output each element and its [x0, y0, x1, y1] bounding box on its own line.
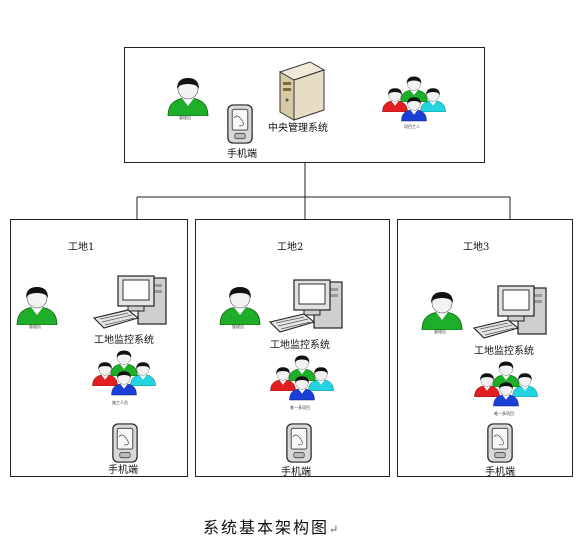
site3-monitor-label: 工地监控系统 — [474, 346, 534, 357]
site1-phone-label: 手机端 — [108, 465, 138, 476]
computer-icon — [472, 282, 550, 346]
computer-icon — [268, 276, 346, 340]
central-system-label: 中央管理系统 — [268, 123, 328, 134]
worker-group-icon — [472, 358, 540, 410]
worker-group-icon — [380, 73, 448, 125]
computer-icon — [92, 272, 170, 336]
site3-manager-label: 管理员 — [434, 329, 446, 334]
manager-person-icon — [418, 290, 466, 330]
site3-phone-label: 手机端 — [485, 467, 515, 478]
site1-manager-label: 管理员 — [29, 324, 41, 329]
manager-person-icon — [13, 285, 61, 325]
site-title-3: 工地3 — [463, 242, 490, 253]
site2-workers-label: 唯一多项目 — [290, 405, 310, 410]
site1-workers-label: 施工人员 — [112, 400, 128, 405]
figure-caption: 系统基本架构图↵ — [203, 514, 338, 538]
worker-group-icon — [90, 347, 158, 399]
site2-monitor-label: 工地监控系统 — [270, 340, 330, 351]
manager-person-icon — [216, 285, 264, 325]
phone-icon — [286, 422, 312, 464]
phone-icon — [112, 422, 138, 464]
server-icon — [276, 60, 326, 122]
site-title-1: 工地1 — [68, 242, 95, 253]
manager-person-icon — [164, 76, 212, 116]
site2-manager-label: 管理员 — [232, 324, 244, 329]
phone-icon — [487, 422, 513, 464]
worker-group-icon — [268, 352, 336, 404]
site-title-2: 工地2 — [277, 242, 304, 253]
site3-workers-label: 唯一多项目 — [494, 411, 514, 416]
site-box-1 — [10, 219, 188, 477]
phone-icon — [227, 103, 253, 145]
central-phone-label: 手机端 — [227, 149, 257, 160]
site2-phone-label: 手机端 — [281, 467, 311, 478]
central-manager-label: 管理员 — [179, 115, 191, 120]
site1-monitor-label: 工地监控系统 — [94, 335, 154, 346]
site-box-3 — [397, 219, 573, 477]
paragraph-mark: ↵ — [329, 523, 339, 536]
caption-text: 系统基本架构图 — [203, 518, 330, 537]
central-workers-label: 项目工人 — [404, 124, 420, 129]
